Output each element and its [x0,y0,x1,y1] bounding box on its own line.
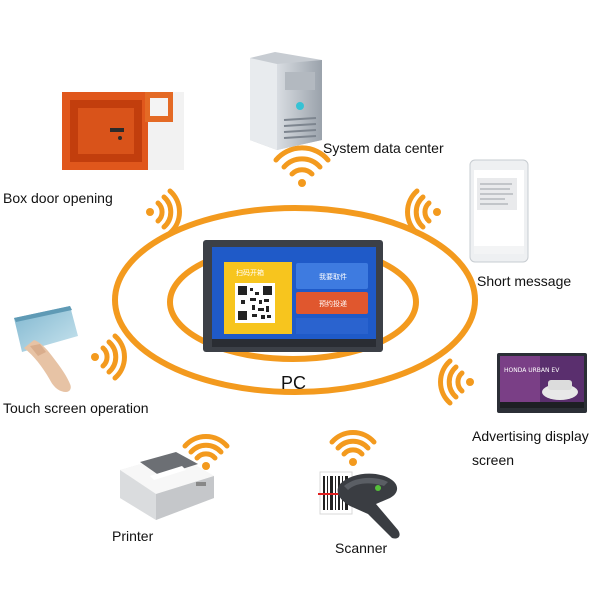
wifi-icon [91,333,127,381]
pickup-button[interactable] [296,263,368,289]
label-advertising-display-line2: screen [472,452,515,468]
pickup-button-label: 我要取件 [319,272,347,281]
label-scanner: Scanner [335,540,388,556]
delivery-button-label: 预约投递 [319,299,347,308]
server-icon [250,52,322,150]
printer-icon [120,452,214,520]
qr-code-icon [238,286,272,320]
wifi-icon [182,434,230,470]
display-screen-text: HONDA URBAN EV [504,367,560,374]
screen-title: 扫码开箱 [236,268,264,277]
scanner-icon [318,471,400,539]
locker-icon [62,92,184,170]
phone-icon [469,159,529,263]
wifi-icons [91,145,474,470]
label-printer: Printer [112,528,154,544]
touch-icon [14,306,78,392]
delivery-button[interactable] [296,292,368,314]
wifi-icon [146,188,182,236]
label-advertising-display-line1: Advertising display [472,428,589,444]
display-icon: HONDA URBAN EV [497,353,587,413]
pc-terminal: 扫码开箱 我要取件 预约投递 [203,240,383,352]
label-touch-screen-operation: Touch screen operation [3,400,149,416]
label-short-message: Short message [477,273,572,289]
wifi-icon [329,430,377,466]
label-system-data-center: System data center [323,140,444,156]
pc-label: PC [281,373,306,393]
outer-ring [112,205,478,395]
wifi-icon [438,358,474,406]
wifi-icon [273,145,331,187]
wifi-icon [405,188,441,236]
label-box-door-opening: Box door opening [3,190,113,206]
